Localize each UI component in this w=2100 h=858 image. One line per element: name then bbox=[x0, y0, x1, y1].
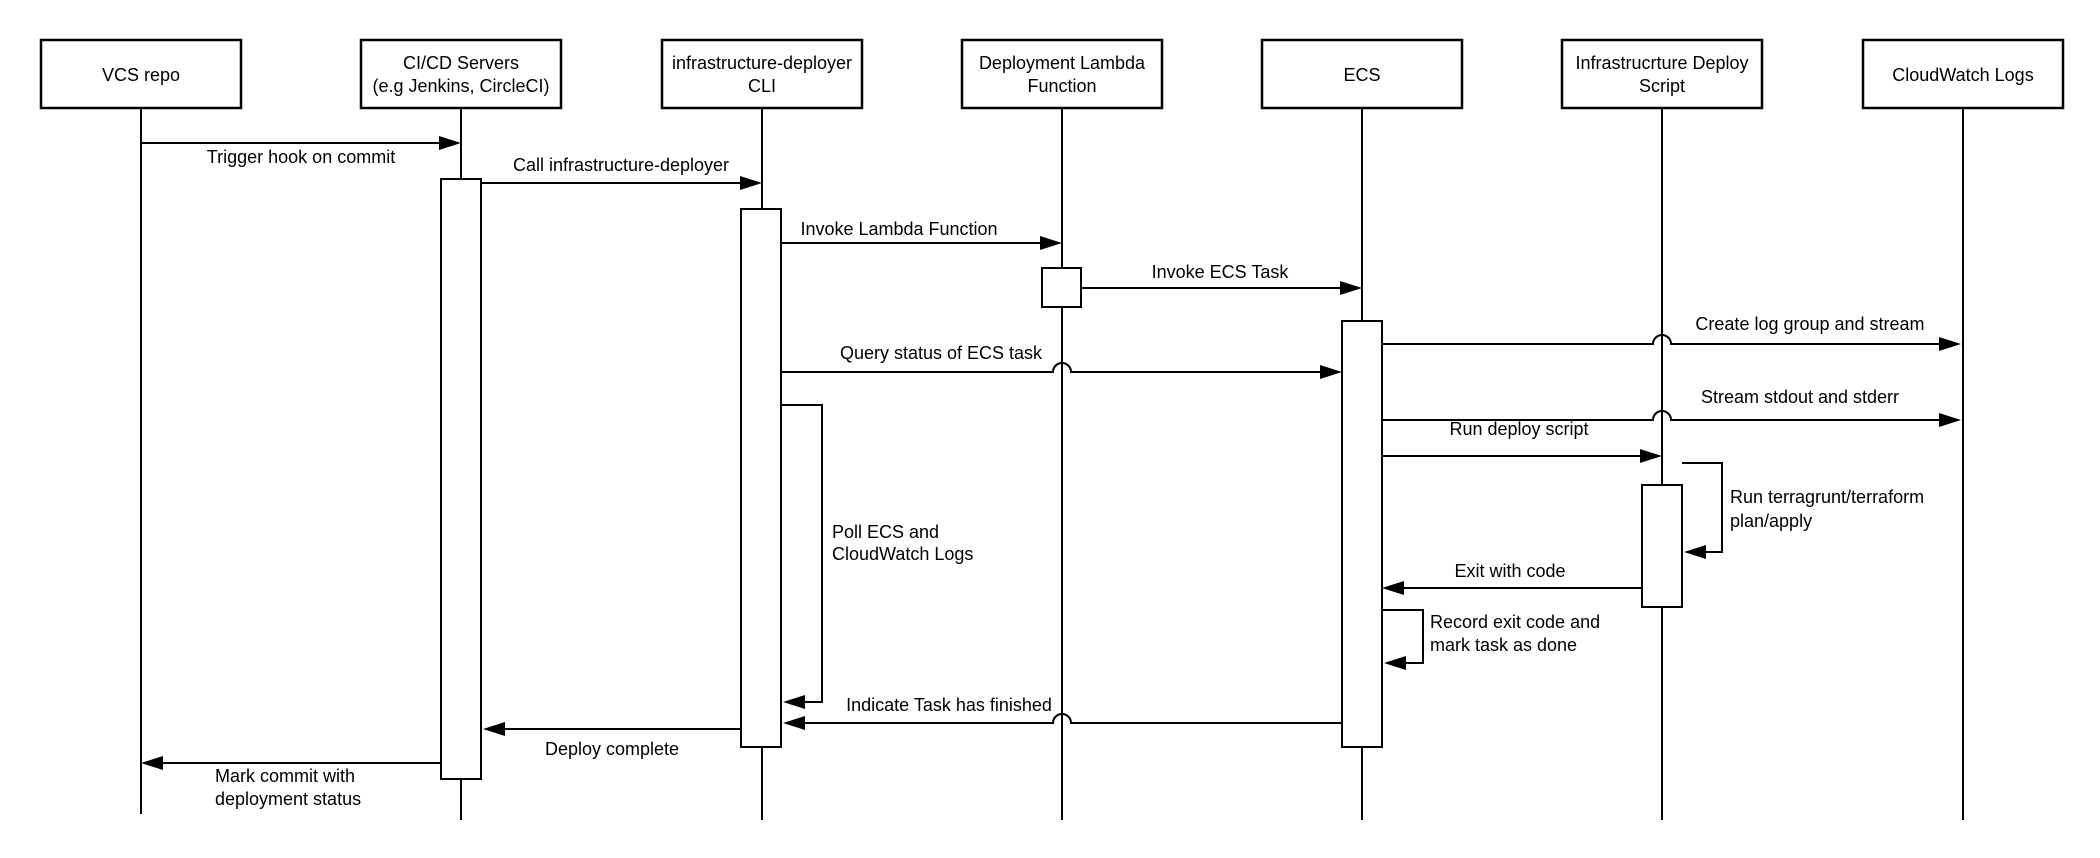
arrow-mark-commit: Mark commit with deployment status bbox=[141, 756, 441, 809]
activation-ecs bbox=[1341, 320, 1383, 748]
actor-label-cicd-line1: CI/CD Servers bbox=[403, 53, 519, 73]
arrow-invoke-ecs: Invoke ECS Task bbox=[1081, 262, 1362, 295]
actor-deployment-lambda: Deployment Lambda Function bbox=[960, 38, 1164, 110]
activation-cicd-servers bbox=[440, 178, 482, 780]
arrowhead-poll-return bbox=[783, 695, 805, 709]
message-label-poll-line1: Poll ECS and bbox=[832, 522, 939, 542]
actor-label-vcs-repo: VCS repo bbox=[102, 65, 180, 85]
actor-label-deploy-script-line2: Script bbox=[1639, 76, 1685, 96]
arrow-deploy-complete: Deploy complete bbox=[483, 722, 741, 759]
message-label-terragrunt-line1: Run terragrunt/terraform bbox=[1730, 487, 1924, 507]
self-call-terragrunt: Run terragrunt/terraform plan/apply bbox=[1682, 462, 1924, 559]
message-label-record-line2: mark task as done bbox=[1430, 635, 1577, 655]
actor-cicd-servers: CI/CD Servers (e.g Jenkins, CircleCI) bbox=[359, 38, 563, 110]
arrowhead-invoke-ecs bbox=[1340, 281, 1362, 295]
actor-infrastructure-deployer-cli: infrastructure-deployer CLI bbox=[660, 38, 864, 110]
arrow-run-deploy: Run deploy script bbox=[1382, 419, 1662, 463]
message-label-query-status: Query status of ECS task bbox=[840, 343, 1043, 363]
message-label-terragrunt-line2: plan/apply bbox=[1730, 511, 1812, 531]
message-label-exit-code: Exit with code bbox=[1454, 561, 1565, 581]
message-label-mark-commit-line2: deployment status bbox=[215, 789, 361, 809]
self-call-poll: Poll ECS and CloudWatch Logs bbox=[781, 404, 973, 709]
actor-label-cloudwatch: CloudWatch Logs bbox=[1892, 65, 2033, 85]
arrow-call-deployer: Call infrastructure-deployer bbox=[481, 155, 762, 190]
arrowhead-stream-stdout bbox=[1939, 413, 1961, 427]
message-label-indicate-finished: Indicate Task has finished bbox=[846, 695, 1052, 715]
arrow-query-status: Query status of ECS task bbox=[781, 343, 1342, 379]
message-label-poll-line2: CloudWatch Logs bbox=[832, 544, 973, 564]
actor-label-lambda-line1: Deployment Lambda bbox=[979, 53, 1146, 73]
arrowhead-trigger-hook bbox=[439, 136, 461, 150]
activation-infrastructure-deployer-cli bbox=[740, 208, 782, 748]
message-label-run-deploy: Run deploy script bbox=[1449, 419, 1588, 439]
arrow-indicate-finished: Indicate Task has finished bbox=[783, 695, 1342, 730]
arrow-create-log: Create log group and stream bbox=[1382, 314, 1961, 351]
actor-label-cli-line1: infrastructure-deployer bbox=[672, 53, 852, 73]
message-label-deploy-complete: Deploy complete bbox=[545, 739, 679, 759]
arrowhead-create-log bbox=[1939, 337, 1961, 351]
actor-infrastructure-deploy-script: Infrastrucrture Deploy Script bbox=[1560, 38, 1764, 110]
actor-ecs: ECS bbox=[1260, 38, 1464, 110]
arrow-stream-stdout: Stream stdout and stderr bbox=[1382, 387, 1961, 427]
message-label-stream-stdout: Stream stdout and stderr bbox=[1701, 387, 1899, 407]
arrow-exit-code: Exit with code bbox=[1382, 561, 1642, 595]
actor-label-deploy-script-line1: Infrastrucrture Deploy bbox=[1575, 53, 1748, 73]
self-call-record-exit: Record exit code and mark task as done bbox=[1382, 609, 1600, 670]
arrowhead-mark-commit bbox=[141, 756, 163, 770]
actor-label-cicd-line2: (e.g Jenkins, CircleCI) bbox=[372, 76, 549, 96]
message-label-invoke-lambda: Invoke Lambda Function bbox=[800, 219, 997, 239]
actor-cloudwatch-logs: CloudWatch Logs bbox=[1861, 38, 2065, 110]
arrow-trigger-hook: Trigger hook on commit bbox=[141, 136, 461, 167]
message-label-mark-commit-line1: Mark commit with bbox=[215, 766, 355, 786]
message-label-record-line1: Record exit code and bbox=[1430, 612, 1600, 632]
arrowhead-exit-code bbox=[1382, 581, 1404, 595]
arrowhead-query-status bbox=[1320, 365, 1342, 379]
activation-infrastructure-deploy-script bbox=[1641, 484, 1683, 608]
actor-vcs-repo: VCS repo bbox=[39, 38, 243, 110]
arrowhead-indicate-finished bbox=[783, 716, 805, 730]
actor-label-ecs: ECS bbox=[1343, 65, 1380, 85]
message-label-create-log: Create log group and stream bbox=[1695, 314, 1924, 334]
actor-label-cli-line2: CLI bbox=[748, 76, 776, 96]
arrow-invoke-lambda: Invoke Lambda Function bbox=[781, 219, 1062, 250]
arrowhead-call-deployer bbox=[740, 176, 762, 190]
activation-deployment-lambda bbox=[1041, 267, 1082, 308]
message-label-call-deployer: Call infrastructure-deployer bbox=[513, 155, 729, 175]
arrowhead-record-return bbox=[1384, 656, 1406, 670]
actor-label-lambda-line2: Function bbox=[1027, 76, 1096, 96]
arrowhead-invoke-lambda bbox=[1040, 236, 1062, 250]
message-label-invoke-ecs: Invoke ECS Task bbox=[1152, 262, 1290, 282]
message-label-trigger-hook: Trigger hook on commit bbox=[207, 147, 395, 167]
arrowhead-terragrunt-return bbox=[1684, 545, 1706, 559]
arrowhead-deploy-complete bbox=[483, 722, 505, 736]
arrowhead-run-deploy bbox=[1640, 449, 1662, 463]
